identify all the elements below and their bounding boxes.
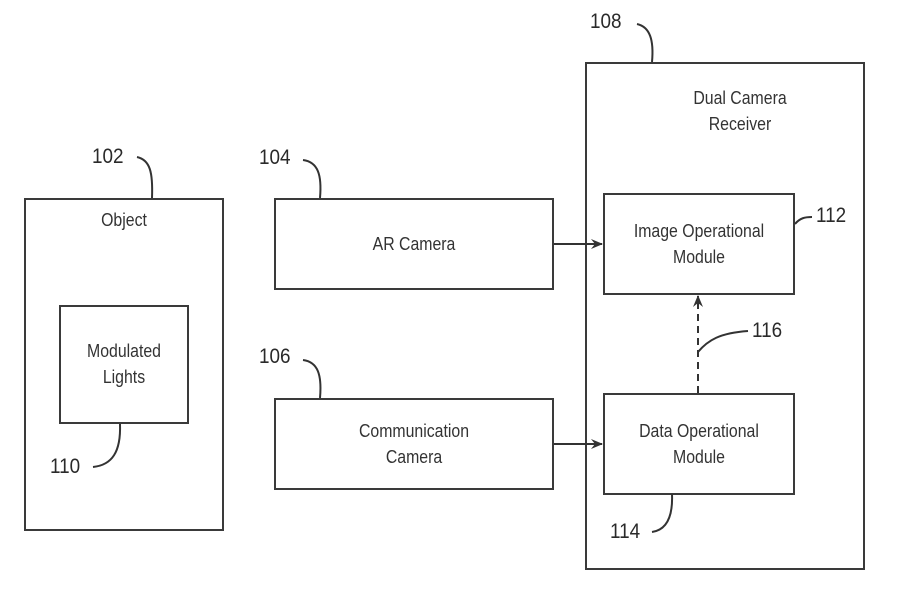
ref-116: 116 <box>752 319 783 342</box>
ref-104: 104 <box>259 146 291 169</box>
ref-102: 102 <box>92 145 124 168</box>
communication-camera-box <box>274 398 554 490</box>
leader-104 <box>302 159 322 199</box>
dual-camera-receiver-label-line1: Dual Camera <box>693 88 787 108</box>
object-label: Object <box>101 210 147 230</box>
leader-106 <box>302 359 322 399</box>
modulated-lights-label-line2: Lights <box>102 367 146 387</box>
image-operational-module-label-line1: Image Operational <box>633 221 765 241</box>
ar-camera-box <box>274 198 554 290</box>
ref-108: 108 <box>590 10 622 33</box>
leader-110 <box>92 423 122 468</box>
image-operational-module-label-line2: Module <box>673 247 725 267</box>
ar-camera-label: AR Camera <box>372 234 456 254</box>
leader-108 <box>636 23 654 63</box>
data-operational-module-box <box>603 393 795 495</box>
ref-106: 106 <box>259 345 291 368</box>
data-operational-module-label-line1: Data Operational <box>639 421 759 441</box>
leader-102 <box>136 156 154 199</box>
ref-114: 114 <box>610 520 641 543</box>
leader-116 <box>697 330 749 353</box>
ref-112: 112 <box>816 204 847 227</box>
leader-112 <box>794 216 813 225</box>
communication-camera-label-line1: Communication <box>358 421 470 441</box>
dual-camera-receiver-label-line2: Receiver <box>708 114 772 134</box>
ref-110: 110 <box>50 455 81 478</box>
modulated-lights-label-line1: Modulated <box>87 341 161 361</box>
modulated-lights-box <box>59 305 189 424</box>
image-operational-module-box <box>603 193 795 295</box>
data-operational-module-label-line2: Module <box>673 447 725 467</box>
leader-114 <box>651 493 674 533</box>
communication-camera-label-line2: Camera <box>385 447 443 467</box>
